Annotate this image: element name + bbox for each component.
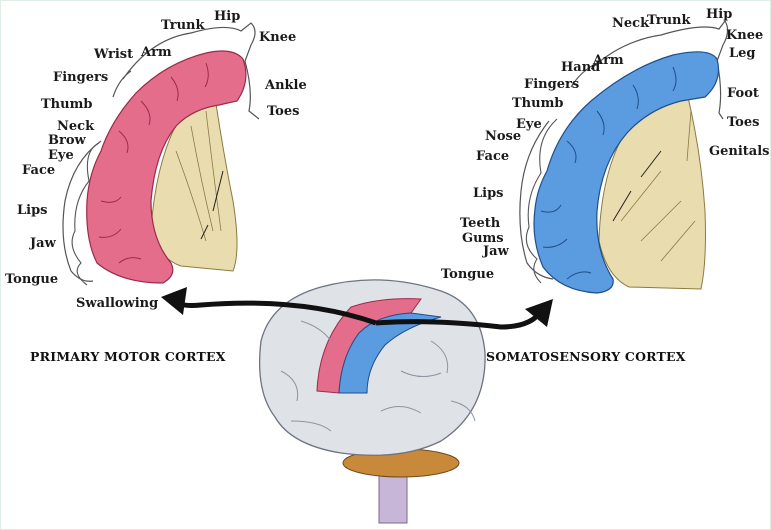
sensory-label-thumb: Thumb: [512, 96, 564, 111]
motor-label-face: Face: [22, 163, 56, 178]
motor-label-jaw: Jaw: [30, 236, 56, 251]
motor-label-brow: Brow: [48, 133, 86, 148]
sensory-label-lips: Lips: [473, 186, 504, 201]
motor-label-eye: Eye: [48, 148, 74, 163]
motor-cortex-band: [86, 50, 247, 284]
sensory-homunculus-body: [519, 19, 729, 280]
motor-label-hip: Hip: [214, 9, 241, 24]
arrow-to-motor-head: [161, 287, 187, 315]
sensory-cortex-section: [519, 19, 729, 294]
sensory-label-gums: Gums: [462, 231, 504, 246]
sensory-label-leg: Leg: [729, 46, 756, 61]
sensory-label-neck: Neck: [612, 16, 650, 31]
sensory-label-knee: Knee: [726, 28, 764, 43]
motor-label-ankle: Ankle: [265, 78, 307, 93]
sensory-label-teeth: Teeth: [460, 216, 501, 231]
motor-label-trunk: Trunk: [161, 18, 205, 33]
sensory-label-genitals: Genitals: [709, 144, 770, 159]
motor-label-thumb: Thumb: [41, 97, 93, 112]
arrow-to-sensory: [375, 309, 544, 330]
sensory-label-nose: Nose: [485, 129, 522, 144]
motor-label-toes: Toes: [267, 104, 300, 119]
sensory-label-arm: Arm: [593, 53, 624, 68]
connector-arrows: [161, 287, 553, 330]
motor-label-neck: Neck: [57, 119, 95, 134]
sensory-homunculus-face: [525, 118, 558, 284]
motor-label-knee: Knee: [259, 30, 297, 45]
sensory-label-hip: Hip: [706, 7, 733, 22]
sensory-label-face: Face: [476, 149, 510, 164]
motor-label-lips: Lips: [17, 203, 48, 218]
motor-label-arm: Arm: [141, 45, 172, 60]
brain-illustration: [258, 279, 486, 524]
brain-sensory-strip: [338, 312, 442, 394]
sensory-label-foot: Foot: [727, 86, 759, 101]
motor-label-swallowing: Swallowing: [76, 296, 159, 311]
sensory-label-hand: Hand: [561, 60, 601, 75]
sensory-cortex-band: [533, 51, 720, 294]
sensory-label-eye: Eye: [516, 117, 542, 132]
motor-label-wrist: Wrist: [94, 47, 134, 62]
sensory-cortex-title: SOMATOSENSORY CORTEX: [486, 349, 686, 364]
motor-cortex-title: PRIMARY MOTOR CORTEX: [30, 349, 226, 364]
motor-label-tongue: Tongue: [5, 272, 59, 287]
motor-homunculus-face: [71, 142, 100, 286]
sensory-label-tongue: Tongue: [441, 267, 495, 282]
arrow-to-sensory-head: [525, 299, 553, 327]
motor-cortex-section: [62, 22, 260, 286]
motor-white-matter: [150, 96, 238, 272]
sensory-label-jaw: Jaw: [483, 244, 509, 259]
sensory-label-fingers: Fingers: [524, 77, 580, 92]
sensory-label-trunk: Trunk: [647, 13, 691, 28]
motor-label-fingers: Fingers: [53, 70, 109, 85]
sensory-label-toes: Toes: [727, 115, 760, 130]
